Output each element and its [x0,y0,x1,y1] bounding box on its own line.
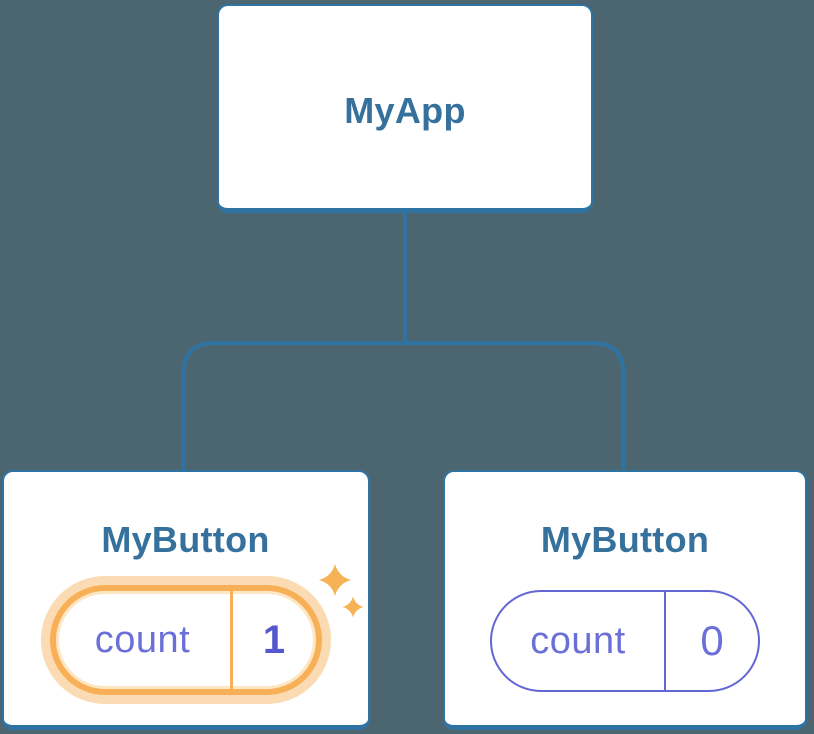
component-name-mybutton-2: MyButton [540,519,710,560]
component-name-mybutton-1: MyButton [101,519,270,560]
state-key-label: count [94,618,191,661]
state-pill-highlighted: count 1 [49,585,322,695]
state-value: 1 [229,591,316,689]
component-card-mybutton-1: MyButton count 1 [1,470,370,730]
state-key-label: count [530,619,626,662]
component-card-myapp: MyApp [217,4,593,213]
component-card-mybutton-2: MyButton count 0 [443,470,807,730]
connector-branch-bracket [181,341,626,470]
state-pill: count 0 [490,590,760,692]
component-name-myapp: MyApp [344,90,466,131]
state-value: 0 [664,592,758,690]
